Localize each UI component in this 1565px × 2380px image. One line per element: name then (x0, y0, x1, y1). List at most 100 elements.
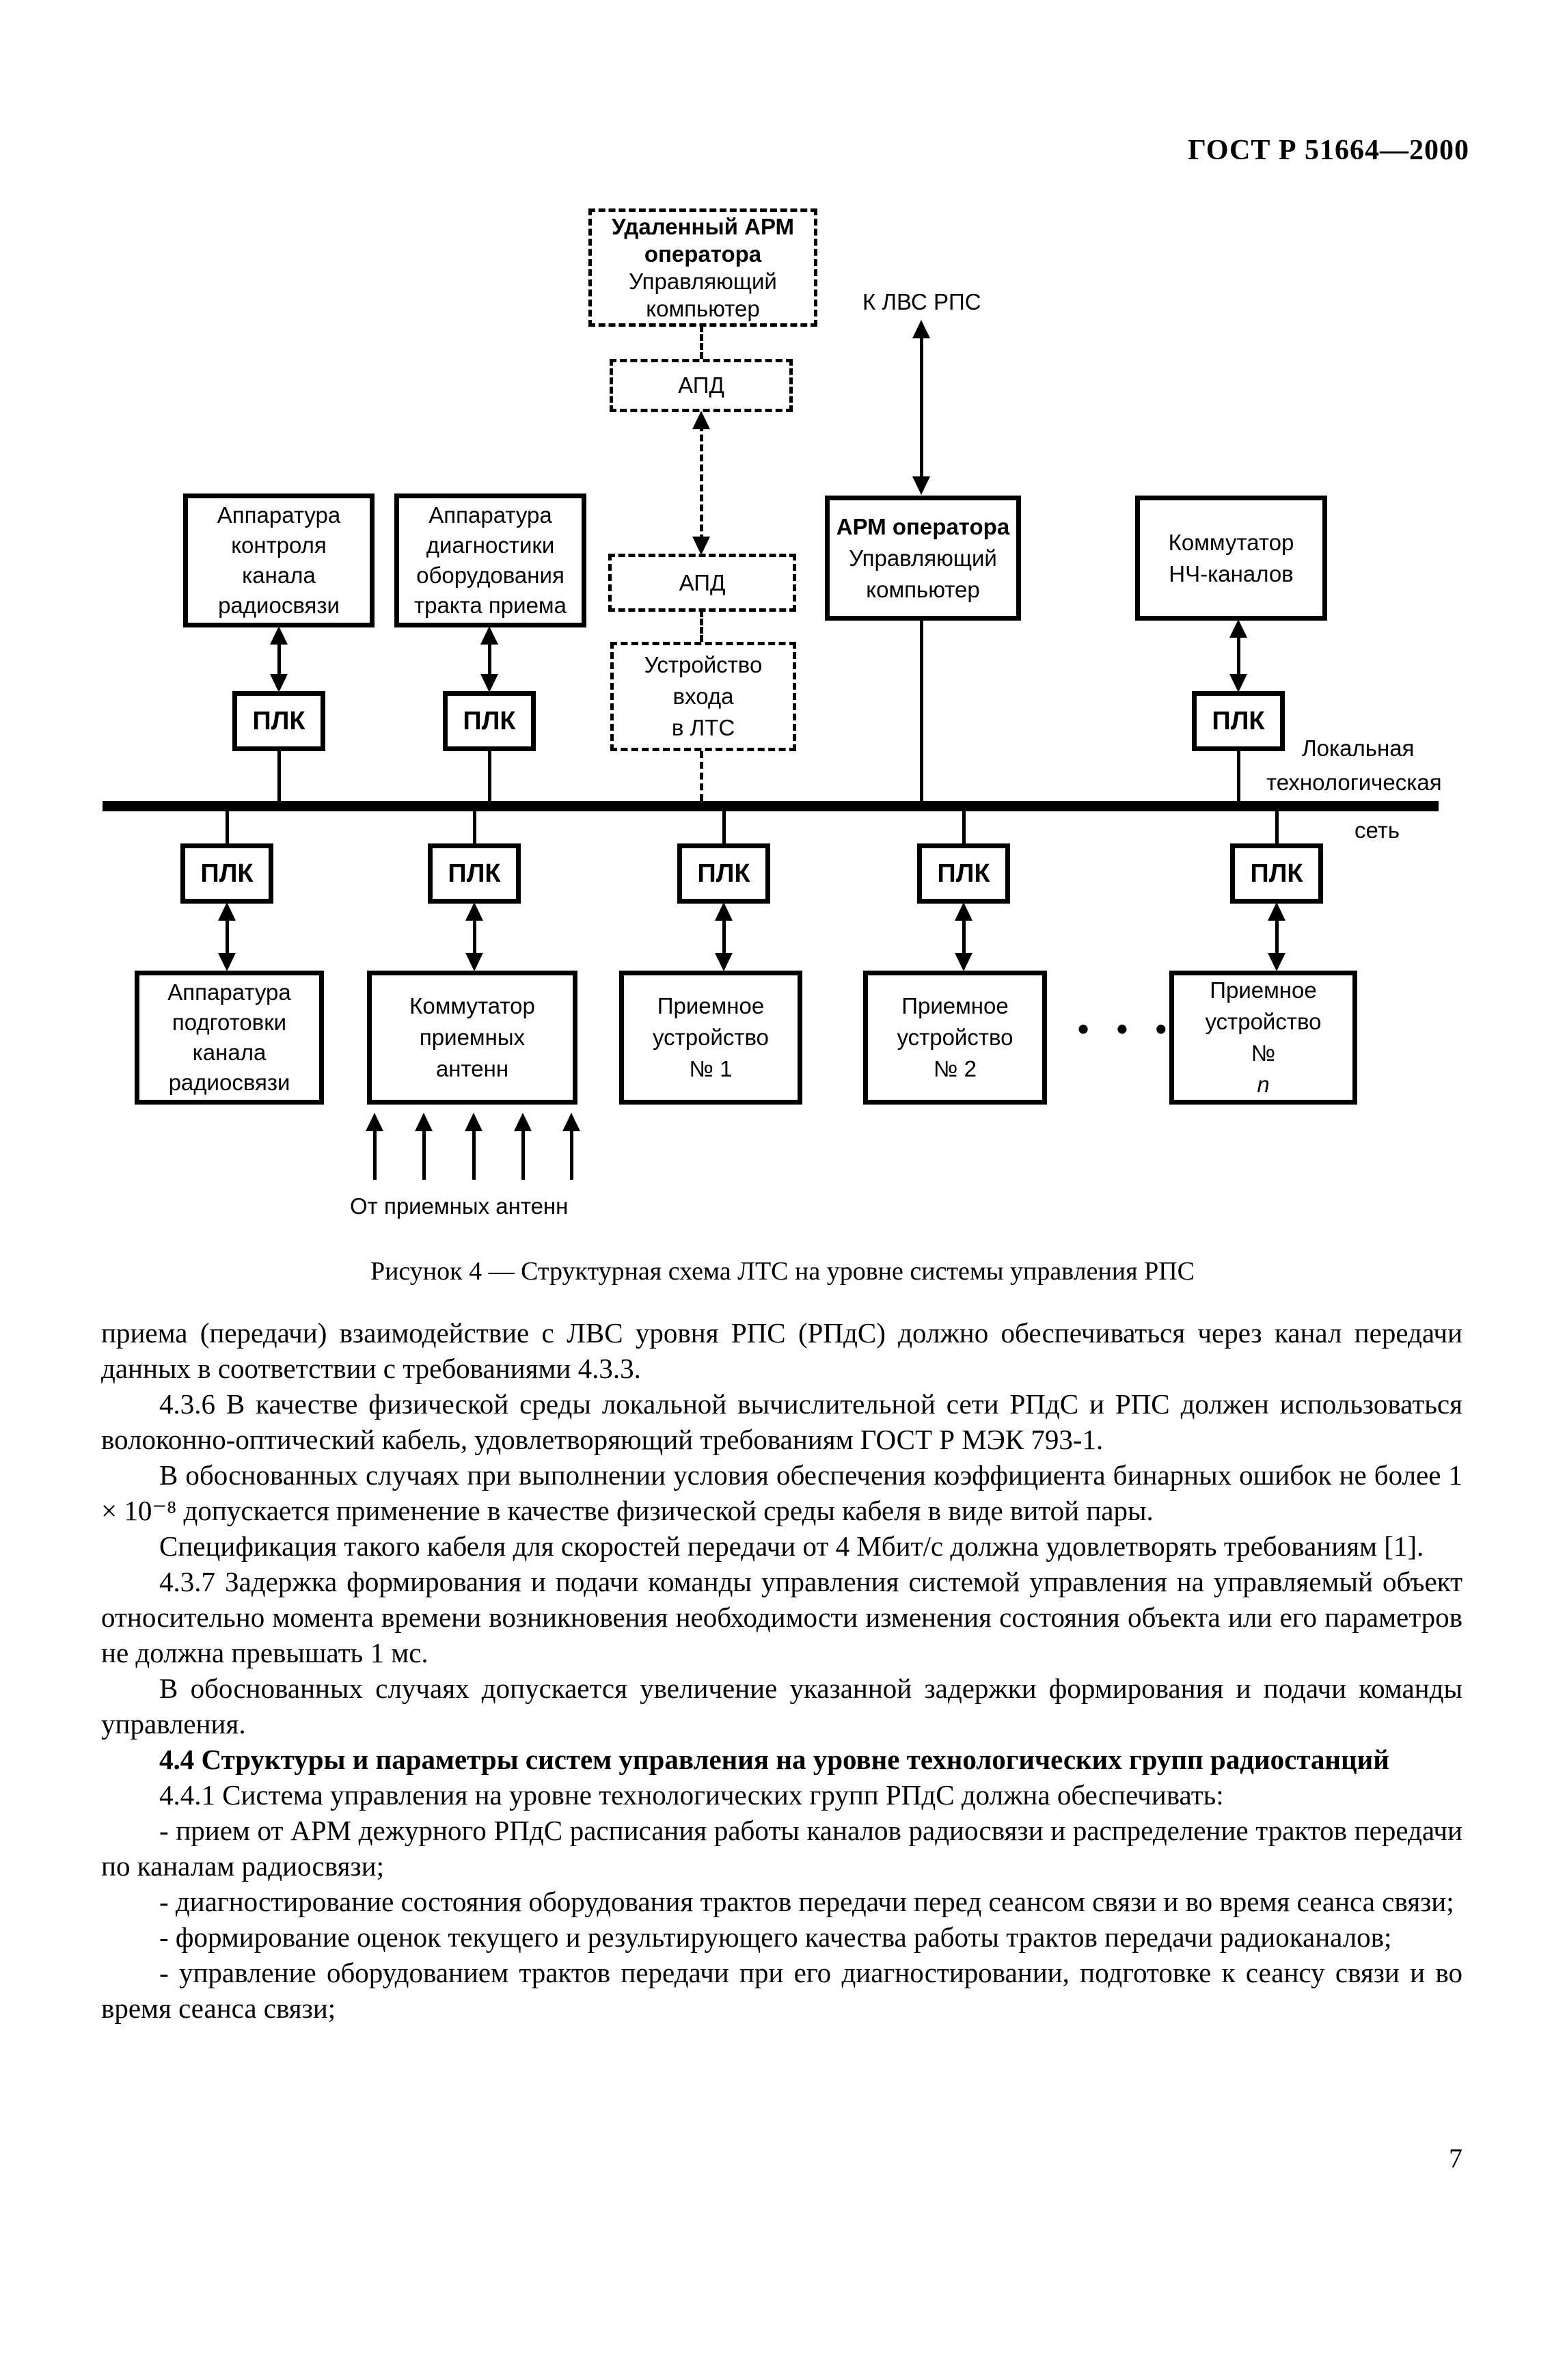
box-line: Приемное (657, 993, 765, 1018)
double-arrow (1268, 902, 1285, 971)
box-line: устройство (897, 1025, 1013, 1050)
lan-bus-line (103, 801, 1439, 811)
box-line: радиосвязи (218, 593, 340, 618)
paragraph: - диагностирование состояния оборудовани… (159, 1886, 1454, 1917)
paragraph: В обоснованных случаях допускается увели… (101, 1673, 1462, 1740)
double-arrow (465, 902, 483, 971)
paragraph: - прием от АРМ дежурного РПдС расписания… (101, 1815, 1462, 1882)
box-line: в ЛТС (671, 715, 735, 740)
box-plk: ПЛК (428, 843, 521, 904)
doc-number: ГОСТ Р 51664—2000 (1188, 135, 1469, 166)
box-line: ПЛК (448, 859, 501, 888)
connector-line (722, 811, 726, 845)
box-line: диагностики (426, 532, 555, 558)
double-arrow (1229, 619, 1247, 692)
box-line: ПЛК (252, 707, 305, 735)
box-control: Аппаратура контроля канала радиосвязи (183, 493, 375, 627)
box-line: компьютер (866, 576, 980, 602)
box-plk: ПЛК (1230, 843, 1323, 904)
paragraph: В обоснованных случаях при выполнении ус… (101, 1459, 1462, 1526)
box-receiver-n: Приемное устройство № n (1169, 971, 1357, 1105)
box-line: Аппаратура (428, 502, 552, 528)
box-line: подготовки (172, 1010, 287, 1035)
paragraph: 4.4.1 Система управления на уровне техно… (159, 1779, 1224, 1811)
box-line: АПД (679, 569, 726, 595)
box-line: антенн (435, 1056, 509, 1081)
box-line: канала (192, 1040, 267, 1065)
box-antenna-switch: Коммутатор приемных антенн (367, 971, 577, 1105)
connector-dashed-line (700, 325, 703, 359)
connector-line (1275, 811, 1279, 845)
box-line: Управляющий (849, 545, 997, 571)
up-arrow (514, 1113, 532, 1180)
box-line: Коммутатор (409, 993, 535, 1018)
box-line: Аппаратура (217, 502, 341, 528)
box-line: Приемное (901, 993, 1009, 1018)
box-line: Устройство (644, 652, 763, 677)
connector-line (488, 750, 491, 802)
connector-line (277, 750, 281, 802)
double-arrow (480, 626, 498, 692)
box-receiver-2: Приемное устройство № 2 (863, 971, 1047, 1105)
receiver-number-prefix: № (1251, 1040, 1276, 1066)
paragraph: Спецификация такого кабеля для скоростей… (159, 1530, 1424, 1562)
box-receiver-1: Приемное устройство № 1 (619, 971, 802, 1105)
box-line: тракта приема (414, 593, 567, 618)
box-line: ПЛК (697, 859, 750, 888)
paragraph: приема (передачи) взаимодействие с ЛВС у… (101, 1317, 1462, 1384)
double-arrow (715, 902, 733, 971)
connector-line (920, 619, 923, 802)
up-arrow (415, 1113, 433, 1180)
double-arrow (692, 411, 710, 555)
box-arm-operator: АРМ оператора Управляющий компьютер (825, 496, 1021, 621)
box-prep: Аппаратура подготовки канала радиосвязи (135, 971, 324, 1105)
connector-line (1237, 750, 1240, 802)
box-line: контроля (231, 532, 327, 558)
box-line: устройство (652, 1025, 769, 1050)
box-line: ПЛК (463, 707, 516, 735)
paragraph: - формирование оценок текущего и результ… (159, 1921, 1392, 1953)
box-line: оператора (644, 241, 762, 267)
box-apd-2: АПД (608, 554, 796, 612)
box-line: оборудования (416, 563, 564, 588)
box-plk: ПЛК (677, 843, 770, 904)
label-lan-3: сеть (1355, 817, 1400, 843)
box-apd-1: АПД (610, 359, 793, 412)
box-plk: ПЛК (917, 843, 1010, 904)
body-text: приема (передачи) взаимодействие с ЛВС у… (101, 1315, 1462, 2026)
box-line: приемных (419, 1025, 526, 1050)
box-line: Управляющий (629, 268, 777, 294)
double-arrow (218, 902, 236, 971)
connector-dashed-line (700, 751, 703, 801)
paragraph: - управление оборудованием трактов перед… (101, 1957, 1462, 2024)
label-to-lan: К ЛВС РПС (862, 289, 981, 314)
box-line: ПЛК (200, 859, 254, 888)
box-diagnostics: Аппаратура диагностики оборудования трак… (394, 493, 586, 627)
box-line: НЧ-каналов (1169, 560, 1294, 586)
box-plk: ПЛК (443, 691, 536, 751)
box-plk: ПЛК (1192, 691, 1285, 751)
connector-line (473, 811, 476, 845)
connector-line (226, 811, 229, 845)
box-line: ПЛК (1212, 707, 1265, 735)
double-arrow (912, 320, 930, 495)
box-line: № 1 (689, 1056, 733, 1081)
receiver-number-var: n (1257, 1072, 1270, 1097)
box-line: АПД (678, 373, 724, 398)
box-line: устройство (1205, 1009, 1322, 1034)
box-line: ПЛК (937, 859, 990, 888)
box-line: ПЛК (1250, 859, 1303, 888)
up-arrow (366, 1113, 383, 1180)
box-line: № n (1251, 1038, 1275, 1100)
box-line: радиосвязи (168, 1070, 290, 1095)
up-arrow (465, 1113, 482, 1180)
paragraph-heading: 4.4 Структуры и параметры систем управле… (159, 1744, 1389, 1775)
up-arrow (562, 1113, 580, 1180)
paragraph: 4.3.7 Задержка формирования и подачи ком… (101, 1566, 1462, 1668)
box-line: АРМ оператора (836, 513, 1010, 539)
box-lts-entry: Устройство входа в ЛТС (610, 642, 796, 751)
page-number: 7 (1449, 2143, 1462, 2174)
box-line: Коммутатор (1168, 529, 1294, 555)
label-from-antennas: От приемных антенн (350, 1193, 569, 1219)
